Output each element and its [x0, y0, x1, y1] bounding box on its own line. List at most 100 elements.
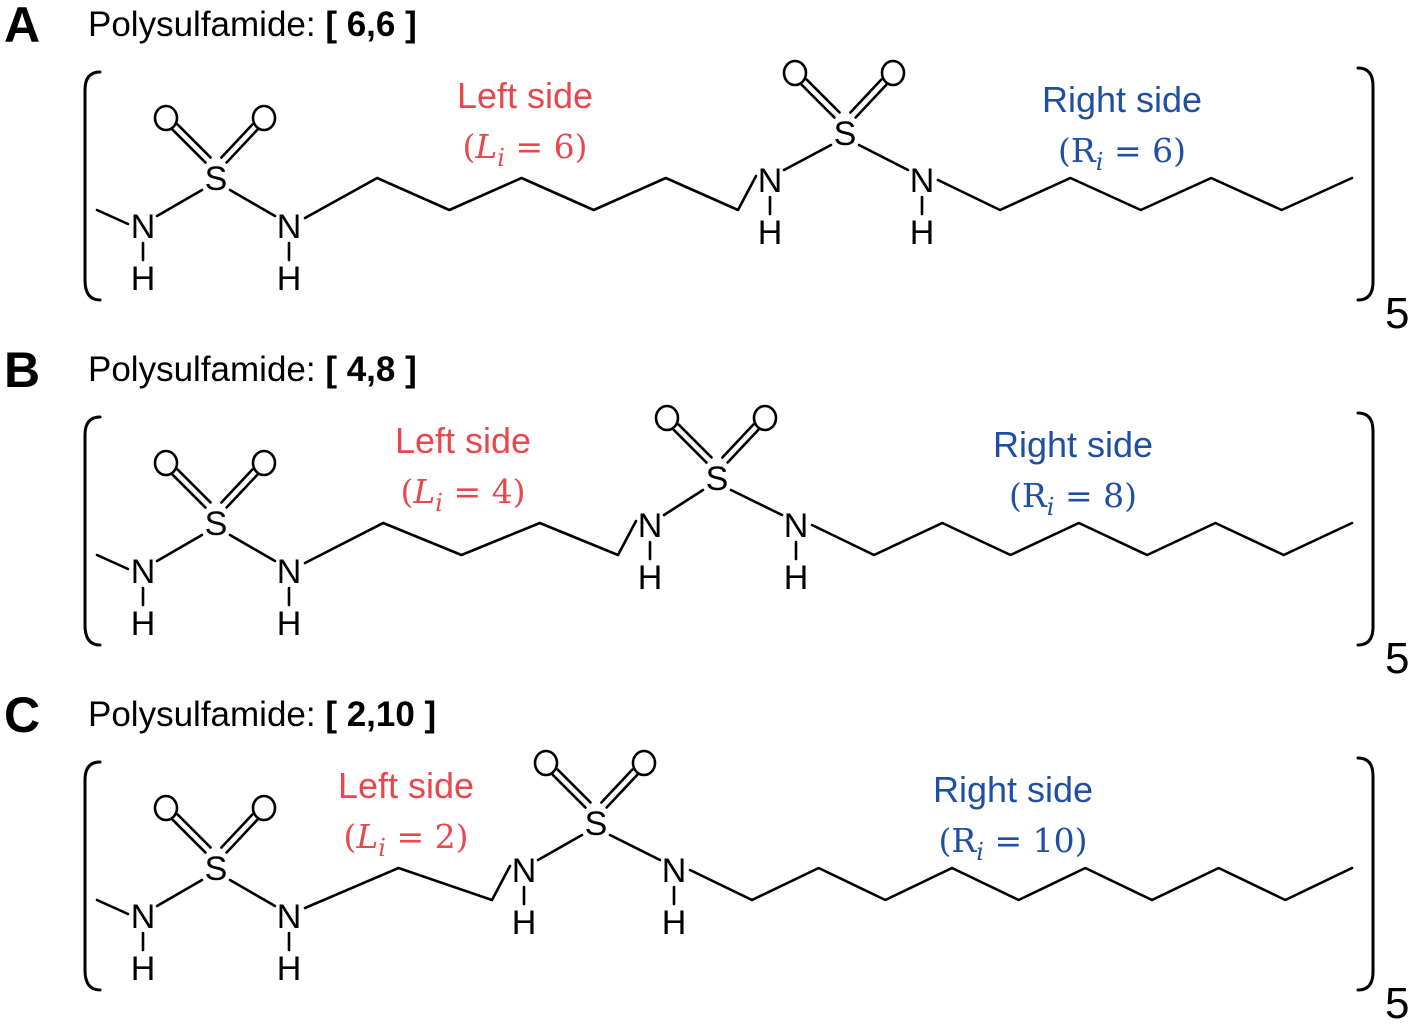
sulfamide-2-o-right: [752, 404, 778, 432]
sulfamide-2-so-bond-left: [556, 768, 592, 804]
sulfamide-1-n-left-h: H: [131, 950, 156, 988]
left-formula-part: L: [474, 127, 497, 166]
left-side-label: Left side: [395, 420, 531, 461]
sulfamide-1-o-right: [251, 449, 277, 477]
sulfamide-1-sn-bond-right: [228, 878, 277, 908]
right-side-formula: (Ri = 6): [1058, 131, 1186, 176]
left-formula-part: L: [412, 472, 435, 511]
left-formula-part: = 2): [386, 817, 469, 856]
sulfamide-1-so-bond-left: [176, 123, 212, 159]
sulfamide-1-so-bond-left: [171, 473, 207, 509]
sulfamide-2-so-bond-right: [600, 768, 634, 804]
sulfamide-2-n-left-n: N: [638, 507, 663, 545]
sulfamide-2-sn-bond-right: [608, 833, 662, 862]
sulfamide-2-n-right-n: N: [910, 162, 935, 200]
right-formula-part: = 6): [1103, 131, 1186, 170]
left-formula-part: L: [355, 817, 378, 856]
left-side-formula: (Li = 4): [401, 472, 526, 517]
sulfamide-1-so-bond-right: [220, 813, 254, 849]
heading-prefix: Polysulfamide:: [88, 5, 325, 44]
sulfamide-1-sn-bond-right: [228, 188, 277, 218]
repeat-count: 5: [1385, 634, 1409, 683]
sulfamide-2-so-bond-left: [805, 78, 841, 114]
panel-heading: Polysulfamide: [ 6,6 ]: [88, 5, 417, 44]
sulfamide-2-s: S: [585, 805, 608, 843]
sulfamide-1-o-left: [153, 104, 179, 132]
sulfamide-2-n-right-n: N: [662, 852, 687, 890]
bracket-right: [1356, 66, 1375, 302]
left-formula-part: = 6): [505, 127, 588, 166]
sulfamide-2-s: S: [834, 115, 857, 153]
right-formula-part: R: [1071, 131, 1097, 170]
left-alkyl-chain: [303, 864, 512, 910]
sulfamide-2-o-left: [533, 749, 559, 777]
sulfamide-1-so-bond-left: [171, 128, 207, 164]
left-formula-part: (: [401, 472, 414, 511]
bracket-right: [1356, 756, 1375, 992]
right-formula-part: (: [939, 821, 952, 860]
sulfamide-1-so-bond-right: [225, 128, 259, 164]
panel-heading: Polysulfamide: [ 2,10 ]: [88, 695, 436, 734]
sulfamide-2-s: S: [706, 460, 729, 498]
right-formula-part: R: [1022, 476, 1048, 515]
sulfamide-1-so-bond-right: [225, 473, 259, 509]
left-side-label: Left side: [338, 765, 474, 806]
sulfamide-2-sn-bond-left: [536, 833, 584, 862]
sulfamide-1-n-right-h: H: [277, 605, 302, 643]
bracket-left: [83, 760, 102, 992]
sulfamide-1-n-left-n: N: [131, 208, 156, 246]
sulfamide-1-so-bond-right: [225, 818, 259, 854]
sulfamide-1-sn-bond-right: [228, 533, 277, 563]
sulfamide-1-n-left-h: H: [131, 605, 156, 643]
sulfamide-1-so-bond-left: [176, 813, 212, 849]
sulfamide-1-n-right-h: H: [277, 950, 302, 988]
left-side-label: Left side: [457, 75, 593, 116]
sulfamide-2-n-right-h: H: [910, 214, 935, 252]
right-formula-part: = 10): [984, 821, 1088, 860]
sulfamide-1-so-bond-left: [171, 818, 207, 854]
sulfamide-2-n-left-n: N: [758, 162, 783, 200]
terminal-bond: [95, 553, 130, 571]
sulfamide-2-o-left: [654, 404, 680, 432]
sulfamide-2-n-left-h: H: [512, 904, 537, 942]
right-side-label: Right side: [1042, 79, 1202, 120]
sulfamide-2-o-right: [880, 59, 906, 87]
heading-value: [ 4,8 ]: [325, 350, 416, 389]
sulfamide-2-o-left: [782, 59, 808, 87]
right-side-formula: (Ri = 8): [1009, 476, 1137, 521]
left-side-formula: (Li = 2): [344, 817, 469, 862]
panel-letter: C: [4, 687, 40, 743]
right-alkyl-chain: [688, 866, 1354, 902]
bracket-right: [1356, 411, 1375, 647]
sulfamide-2-so-bond-left: [551, 773, 587, 809]
sulfamide-2-n-left-n: N: [512, 852, 537, 890]
left-side-formula: (Li = 6): [463, 127, 588, 172]
sulfamide-2-n-right-h: H: [784, 559, 809, 597]
sulfamide-2-n-right-n: N: [784, 507, 809, 545]
repeat-count: 5: [1385, 289, 1409, 338]
sulfamide-2-sn-bond-left: [662, 488, 705, 517]
heading-value: [ 6,6 ]: [325, 5, 416, 44]
terminal-bond: [95, 208, 130, 226]
sulfamide-1-n-right-h: H: [277, 260, 302, 298]
sulfamide-1-n-right-n: N: [277, 898, 302, 936]
sulfamide-2-so-bond-left: [672, 428, 708, 464]
right-side-formula: (Ri = 10): [939, 821, 1088, 866]
repeat-count: 5: [1385, 979, 1409, 1025]
left-alkyl-chain: [303, 519, 638, 565]
sulfamide-1-o-left: [153, 449, 179, 477]
left-formula-part: i: [497, 144, 505, 172]
sulfamide-1-n-right-n: N: [277, 208, 302, 246]
heading-prefix: Polysulfamide:: [88, 350, 325, 389]
sulfamide-1-s: S: [205, 850, 228, 888]
right-formula-part: = 8): [1054, 476, 1137, 515]
sulfamide-1-sn-bond-left: [155, 533, 204, 563]
left-alkyl-chain: [303, 174, 758, 220]
sulfamide-2-n-left-h: H: [638, 559, 663, 597]
sulfamide-2-so-bond-right: [849, 78, 883, 114]
bracket-left: [83, 415, 102, 647]
